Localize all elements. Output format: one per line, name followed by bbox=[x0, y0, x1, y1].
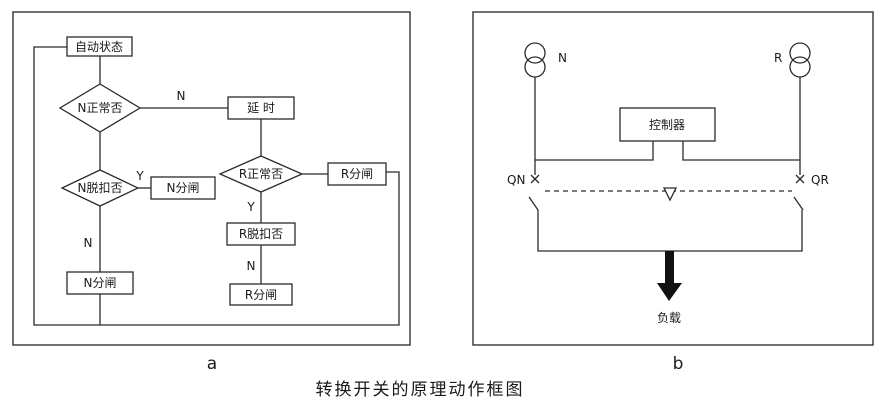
box-r-trip-check: R脱扣否 bbox=[226, 222, 296, 246]
switch-qr-cross-icon bbox=[795, 174, 805, 184]
box-n-open-bottom: N分闸 bbox=[66, 271, 134, 295]
load-arrow-icon bbox=[657, 251, 682, 301]
panel-b-frame bbox=[472, 11, 874, 346]
r-normal-label: R正常否 bbox=[239, 167, 283, 181]
box-r-open-bottom: R分闸 bbox=[229, 283, 293, 306]
controller-box: 控制器 bbox=[619, 107, 716, 142]
flow-label-n-from-n-normal: N bbox=[177, 89, 186, 103]
diamond-n-trip-check: N脱扣否 bbox=[60, 169, 140, 207]
panel-a-flowchart: 自动状态 N正常否 延 时 R正常否 R分闸 R脱扣否 R分闸 bbox=[12, 11, 411, 346]
box-delay: 延 时 bbox=[227, 96, 295, 120]
flowchart-connectors bbox=[33, 46, 400, 326]
panel-a-label: a bbox=[207, 354, 217, 374]
load-label: 负载 bbox=[657, 311, 681, 325]
n-normal-label: N正常否 bbox=[78, 101, 123, 115]
panel-b-circuit: N R 控制器 QN QR bbox=[472, 11, 874, 346]
panel-b-label: b bbox=[673, 354, 684, 374]
switch-qn-cross-icon bbox=[530, 174, 540, 184]
flow-label-n-from-n-trip: N bbox=[84, 236, 93, 250]
source-r-label: R bbox=[774, 51, 782, 65]
r-trip-check-label: R脱扣否 bbox=[239, 226, 283, 241]
r-open-right-label: R分闸 bbox=[341, 167, 373, 181]
output-bus bbox=[537, 210, 803, 252]
n-open-bottom-label: N分闸 bbox=[84, 276, 117, 290]
transformer-r-icon bbox=[789, 42, 811, 78]
interlock-triangle-icon bbox=[662, 187, 678, 202]
box-r-open-right: R分闸 bbox=[327, 162, 387, 186]
switch-qr-label: QR bbox=[811, 173, 829, 187]
source-n-label: N bbox=[558, 51, 567, 65]
box-n-open-right: N分闸 bbox=[150, 176, 216, 200]
n-open-right-label: N分闸 bbox=[167, 181, 200, 195]
figure-caption: 转换开关的原理动作框图 bbox=[316, 380, 525, 400]
diamond-r-normal: R正常否 bbox=[218, 155, 304, 193]
switch-qn-blade bbox=[528, 196, 539, 211]
flow-label-y-from-n-trip: Y bbox=[135, 169, 144, 183]
panel-a-frame bbox=[12, 11, 411, 346]
flow-label-n-from-r-trip: N bbox=[247, 259, 256, 273]
switch-qn-label: QN bbox=[507, 173, 525, 187]
controller-label: 控制器 bbox=[649, 118, 685, 132]
delay-label: 延 时 bbox=[247, 101, 275, 115]
box-auto-state: 自动状态 bbox=[66, 36, 133, 57]
diamond-n-normal: N正常否 bbox=[58, 83, 142, 133]
n-trip-check-label: N脱扣否 bbox=[78, 180, 123, 195]
auto-state-label: 自动状态 bbox=[75, 40, 123, 54]
transformer-n-icon bbox=[524, 42, 546, 78]
r-open-bottom-label: R分闸 bbox=[245, 288, 277, 302]
flow-label-y-from-r-normal: Y bbox=[246, 200, 255, 214]
switch-qr-blade bbox=[793, 196, 804, 211]
